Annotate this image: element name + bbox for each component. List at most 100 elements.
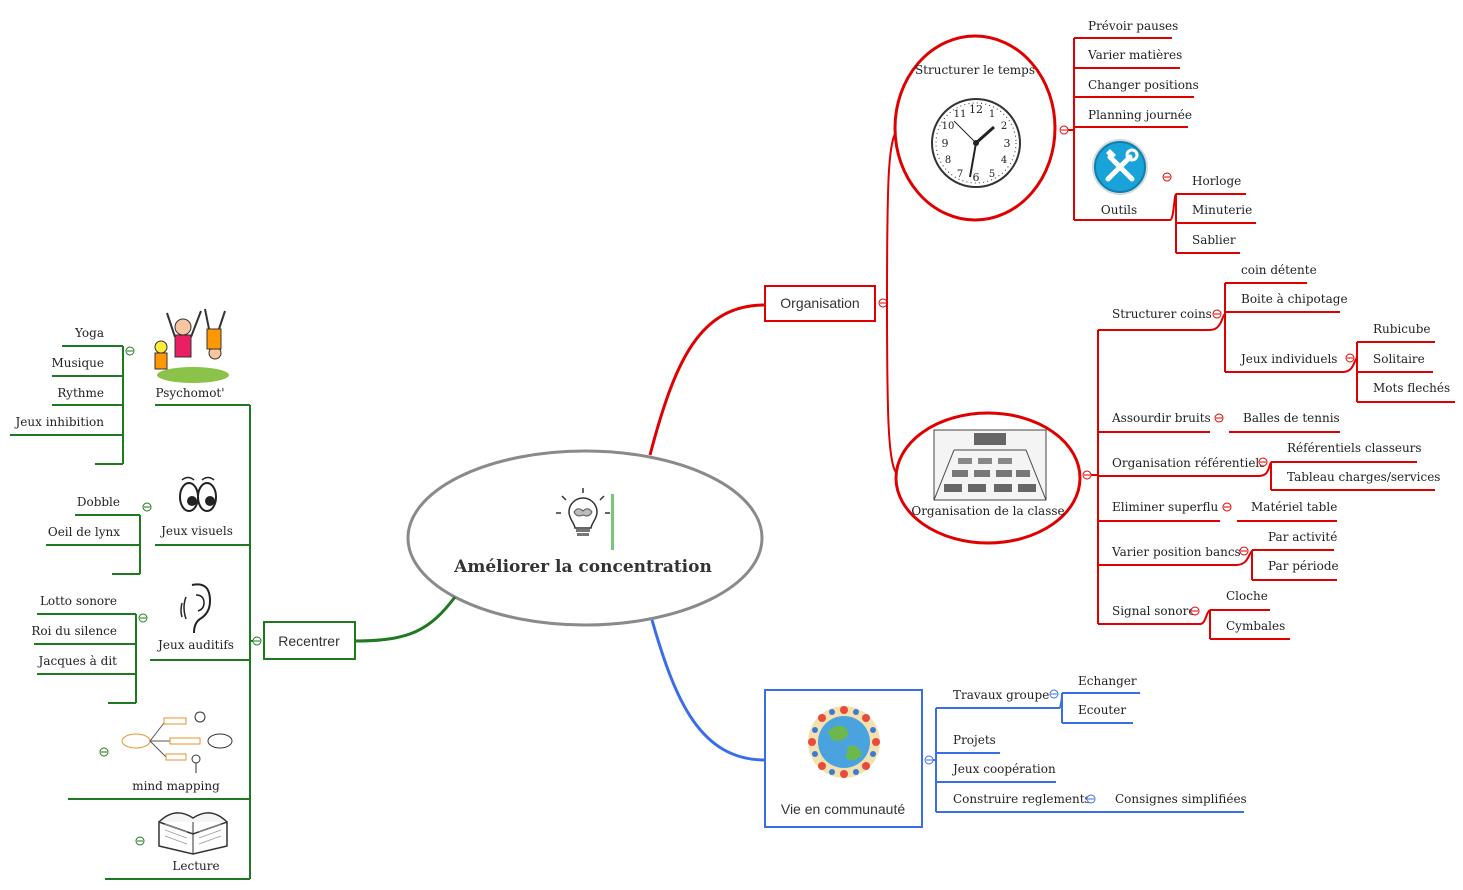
psychomot-collapse-toggle[interactable] xyxy=(125,346,135,356)
outils-item-1[interactable]: Horloge xyxy=(1192,174,1241,188)
vie-collapse-toggle[interactable] xyxy=(924,755,934,765)
globe-children-icon xyxy=(808,706,880,778)
visuels-item-1[interactable]: Dobble xyxy=(77,495,120,509)
svg-text:1: 1 xyxy=(989,109,995,120)
travaux-groupe-label[interactable]: Travaux groupe xyxy=(953,688,1049,702)
jeux-item-1[interactable]: Rubicube xyxy=(1373,322,1431,336)
auditifs-item-2[interactable]: Roi du silence xyxy=(31,624,117,638)
outils-collapse-toggle[interactable] xyxy=(1162,172,1172,182)
mindmap-collapse-toggle[interactable] xyxy=(99,747,109,757)
reglements-collapse-toggle[interactable] xyxy=(1086,794,1096,804)
svg-text:9: 9 xyxy=(942,137,949,150)
lecture-node[interactable]: Lecture xyxy=(158,812,228,873)
temps-item-1[interactable]: Prévoir pauses xyxy=(1088,19,1178,33)
classroom-icon xyxy=(933,429,1047,501)
svg-text:3: 3 xyxy=(1004,137,1011,150)
eliminer-child[interactable]: Matériel table xyxy=(1251,500,1337,514)
assourdir-collapse-toggle[interactable] xyxy=(1214,413,1224,423)
structurer-temps-label: Structurer le temps xyxy=(915,63,1035,77)
svg-text:6: 6 xyxy=(973,171,980,184)
jeux-individuels-collapse-toggle[interactable] xyxy=(1345,353,1355,363)
auditifs-item-3[interactable]: Jacques à dit xyxy=(37,654,118,668)
auditifs-item-1[interactable]: Lotto sonore xyxy=(40,594,117,608)
varier-bancs-collapse-toggle[interactable] xyxy=(1239,546,1249,556)
varier-bancs-label[interactable]: Varier position bancs xyxy=(1111,545,1241,559)
mind-mapping-node[interactable]: mind mapping xyxy=(121,711,233,793)
bancs-item-2[interactable]: Par période xyxy=(1268,559,1339,573)
svg-text:7: 7 xyxy=(957,169,963,180)
eliminer-collapse-toggle[interactable] xyxy=(1222,502,1232,512)
outils-node[interactable]: Outils xyxy=(1092,139,1148,217)
svg-text:4: 4 xyxy=(1001,155,1007,166)
outils-item-2[interactable]: Minuterie xyxy=(1192,203,1252,217)
eliminer-label[interactable]: Eliminer superflu xyxy=(1112,500,1218,514)
organisation-classe-label: Organisation de la classe xyxy=(911,504,1064,518)
visuels-collapse-toggle[interactable] xyxy=(142,502,152,512)
referentiels-collapse-toggle[interactable] xyxy=(1258,457,1268,467)
temps-item-4[interactable]: Planning journée xyxy=(1088,108,1192,122)
structurer-coins-label[interactable]: Structurer coins xyxy=(1112,307,1212,321)
psychomot-item-4[interactable]: Jeux inhibition xyxy=(14,415,105,429)
temps-item-2[interactable]: Varier matières xyxy=(1087,48,1182,62)
lecture-collapse-toggle[interactable] xyxy=(135,836,145,846)
assourdir-child[interactable]: Balles de tennis xyxy=(1243,411,1340,425)
svg-text:8: 8 xyxy=(945,155,951,166)
psychomot-item-2[interactable]: Musique xyxy=(51,356,104,370)
classe-collapse-toggle[interactable] xyxy=(1082,470,1092,480)
auditifs-collapse-toggle[interactable] xyxy=(138,613,148,623)
psychomot-item-1[interactable]: Yoga xyxy=(74,326,104,340)
coins-collapse-toggle[interactable] xyxy=(1212,309,1222,319)
recentrer-collapse-toggle[interactable] xyxy=(252,636,262,646)
jeux-auditifs-label: Jeux auditifs xyxy=(156,638,234,652)
center-node[interactable]: Améliorer la concentration xyxy=(406,449,764,627)
jeux-visuels-node[interactable]: Jeux visuels xyxy=(159,476,233,539)
svg-text:2: 2 xyxy=(1001,121,1007,132)
visuels-item-2[interactable]: Oeil de lynx xyxy=(48,525,120,539)
svg-text:12: 12 xyxy=(969,103,983,116)
vie-communaute-label: Vie en communauté xyxy=(781,801,905,817)
travaux-item-1[interactable]: Echanger xyxy=(1078,674,1137,688)
travaux-item-2[interactable]: Ecouter xyxy=(1078,703,1126,717)
bancs-item-1[interactable]: Par activité xyxy=(1268,530,1337,544)
organisation-node[interactable]: Organisation xyxy=(764,285,876,322)
structurer-temps-node[interactable]: Structurer le temps 12 3 6 9 1 2 4 5 7 8… xyxy=(893,34,1057,222)
coins-item-1[interactable]: coin détente xyxy=(1241,263,1317,277)
open-book-icon xyxy=(158,812,228,855)
travaux-collapse-toggle[interactable] xyxy=(1049,689,1059,699)
recentrer-label: Recentrer xyxy=(278,633,340,649)
organisation-classe-node[interactable]: Organisation de la classe xyxy=(894,411,1082,545)
jeux-item-3[interactable]: Mots flechés xyxy=(1373,381,1450,395)
referentiels-item-1[interactable]: Référentiels classeurs xyxy=(1287,441,1422,455)
referentiels-label[interactable]: Organisation référentiels xyxy=(1112,456,1265,470)
outils-item-3[interactable]: Sablier xyxy=(1192,233,1236,247)
organisation-collapse-toggle[interactable] xyxy=(878,298,888,308)
signal-collapse-toggle[interactable] xyxy=(1190,606,1200,616)
jeux-item-2[interactable]: Solitaire xyxy=(1373,352,1425,366)
projets-label[interactable]: Projets xyxy=(953,733,996,747)
svg-text:5: 5 xyxy=(989,169,995,180)
kids-playing-icon xyxy=(154,308,229,383)
signal-item-2[interactable]: Cymbales xyxy=(1226,619,1285,633)
recentrer-node[interactable]: Recentrer xyxy=(263,621,356,660)
signal-sonore-label[interactable]: Signal sonore xyxy=(1112,604,1195,618)
lightbulb-brain-icon xyxy=(556,488,614,550)
jeux-auditifs-node[interactable]: Jeux auditifs xyxy=(156,583,234,652)
ear-icon xyxy=(180,583,212,634)
vie-communaute-node[interactable]: Vie en communauté xyxy=(764,689,923,828)
signal-item-1[interactable]: Cloche xyxy=(1226,589,1268,603)
outils-label: Outils xyxy=(1101,203,1137,217)
assourdir-label[interactable]: Assourdir bruits xyxy=(1111,411,1211,425)
reglements-child[interactable]: Consignes simplifiées xyxy=(1115,792,1247,806)
referentiels-item-2[interactable]: Tableau charges/services xyxy=(1287,470,1440,484)
mind-mapping-label: mind mapping xyxy=(132,779,220,793)
center-title: Améliorer la concentration xyxy=(453,557,712,577)
psychomot-node[interactable]: Psychomot' xyxy=(154,308,229,400)
svg-text:11: 11 xyxy=(954,109,967,120)
jeux-cooperation-label[interactable]: Jeux coopération xyxy=(951,762,1056,776)
psychomot-item-3[interactable]: Rythme xyxy=(57,386,104,400)
jeux-individuels-label[interactable]: Jeux individuels xyxy=(1239,352,1337,366)
temps-item-3[interactable]: Changer positions xyxy=(1088,78,1199,92)
construire-reglements-label[interactable]: Construire reglements xyxy=(953,792,1091,806)
temps-collapse-toggle[interactable] xyxy=(1059,125,1069,135)
coins-item-2[interactable]: Boite à chipotage xyxy=(1241,292,1348,306)
